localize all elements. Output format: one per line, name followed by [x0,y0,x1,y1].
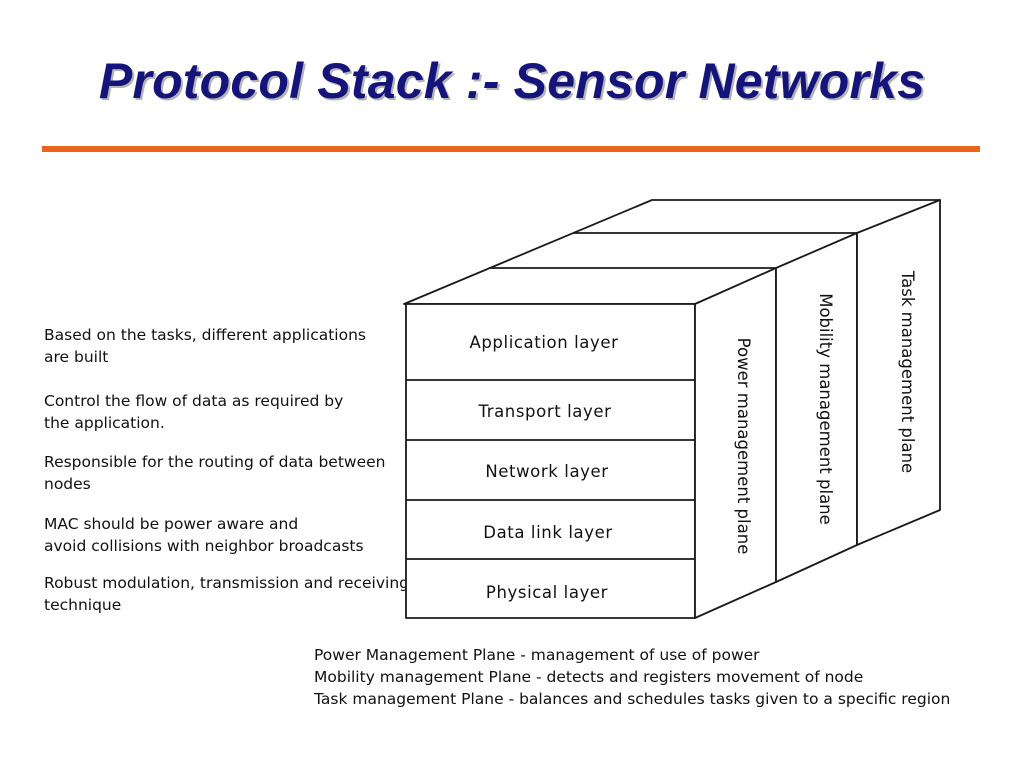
layer-label-datalink: Data link layer [483,523,612,542]
plane-label-power: Power management plane [734,338,753,555]
layer-description-transport: Control the flow of data as required by … [44,392,344,432]
title-underline [42,146,980,152]
layer-label-transport: Transport layer [477,402,611,421]
legend-line-task: Task management Plane - balances and sch… [314,690,951,708]
stack-front-face [405,303,696,619]
plane-label-mobility: Mobility management plane [816,293,835,525]
legend-line-power: Power Management Plane - management of u… [314,646,760,664]
layer-description-datalink: MAC should be power aware and avoid coll… [44,515,364,555]
layer-description-network: Responsible for the routing of data betw… [44,453,386,493]
legend-line-mobility: Mobility management Plane - detects and … [314,668,864,686]
slide-title: Protocol Stack :- Sensor Networks [98,53,926,109]
plane-label-task: Task management plane [898,270,917,473]
layer-label-network: Network layer [485,462,608,481]
layer-label-application: Application layer [469,333,618,352]
layer-label-physical: Physical layer [486,583,608,602]
plane-legend: Power Management Plane - management of u… [314,644,994,710]
plane-panel-task [856,199,941,546]
layer-description-application: Based on the tasks, different applicatio… [44,326,366,366]
layer-description-physical: Robust modulation, transmission and rece… [44,574,409,614]
